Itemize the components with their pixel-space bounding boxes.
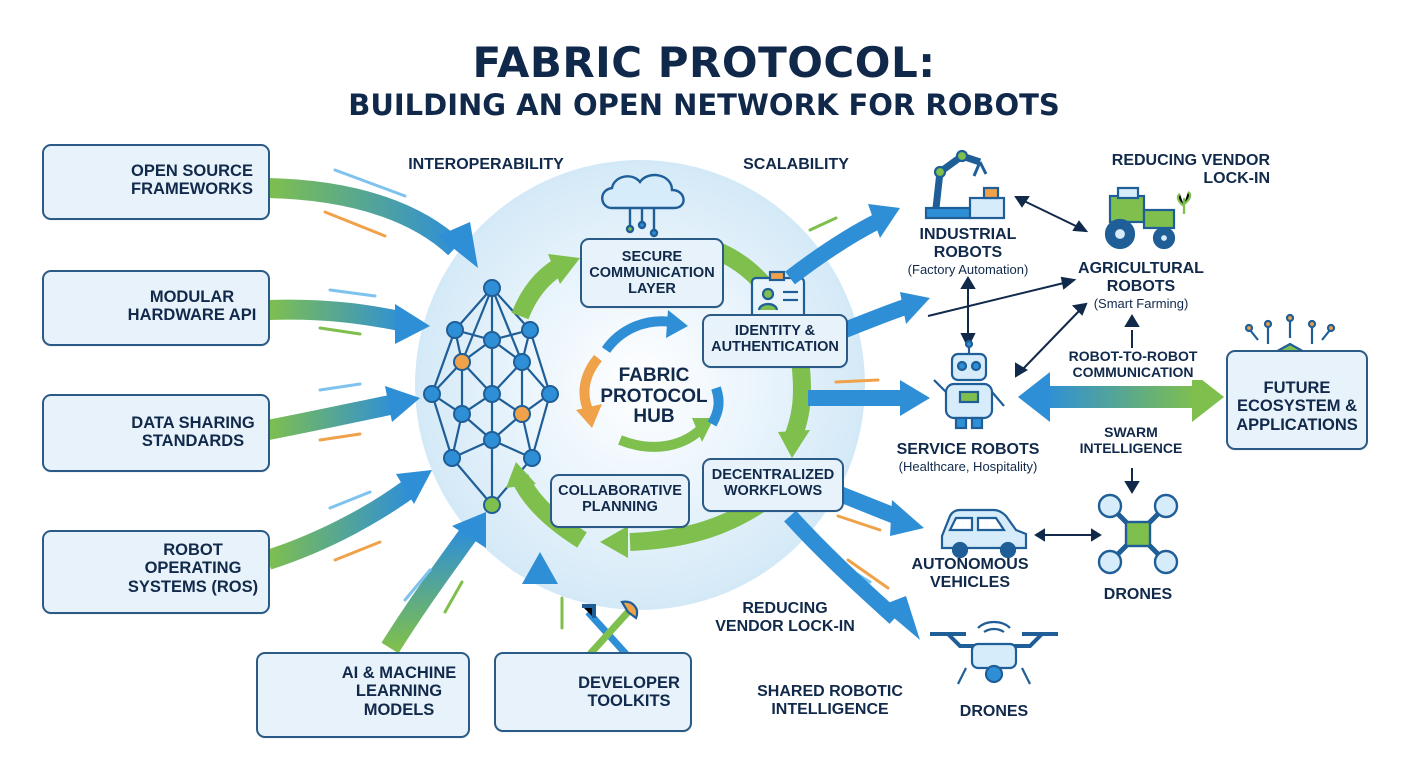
arrow-data [266,394,397,440]
autonomous-vehicles-label: AUTONOMOUS VEHICLES [911,556,1029,591]
arrow-hardware [267,299,407,332]
secure-communication-label: SECURE COMMUNICATION LAYER [589,249,715,298]
hub-inner-cycle [576,310,724,452]
scalability-label: SCALABILITY [743,156,849,173]
page-subtitle: BUILDING AN OPEN NETWORK FOR ROBOTS [348,88,1060,122]
reducing-lockin-top-label: REDUCING VENDOR LOCK-IN [1111,152,1270,188]
industrial-robots-label: INDUSTRIAL ROBOTS [919,226,1017,261]
hub-center-label: FABRIC PROTOCOL HUB [600,365,708,428]
industrial-robot-icon [924,149,1006,220]
drones-bottom-label: DRONES [959,703,1029,720]
hardware-api-label: MODULAR HARDWARE API [127,288,257,325]
drone-icon-right [1097,493,1179,575]
service-robots-sub: (Healthcare, Hospitality) [898,459,1038,474]
input-box-ros: ROBOT OPERATING SYSTEMS (ROS) [42,530,270,614]
collaborative-planning-box: COLLABORATIVE PLANNING [550,474,690,528]
arrow-to-vehicles-head [890,500,924,536]
input-box-hardware-api: MODULAR HARDWARE API [42,270,270,346]
ros-label: ROBOT OPERATING SYSTEMS (ROS) [127,541,259,596]
network-nodes [423,279,559,514]
input-box-developer-toolkits: DEVELOPER TOOLKITS [494,652,692,732]
ai-ml-label: AI & MACHINE LEARNING MODELS [341,664,457,719]
identity-authentication-box: IDENTITY & AUTHENTICATION [702,314,848,368]
drone-icon-bottom [930,620,1058,685]
arrow-ai-head [452,512,486,548]
developer-toolkits-label: DEVELOPER TOOLKITS [578,674,680,711]
arrow-open-source-head [438,222,478,268]
decentralized-workflows-box: DECENTRALIZED WORKFLOWS [702,458,844,512]
arrow-ros-head [396,470,432,504]
vehicle-icon [940,508,1028,559]
future-ecosystem-box: FUTURE ECOSYSTEM & APPLICATIONS [1226,350,1368,450]
arrow-ai [381,526,479,654]
tractor-icon [1104,186,1192,250]
interoperability-label: INTEROPERABILITY [408,156,564,173]
arrow-to-drones-head [880,596,920,640]
connector-lines [927,196,1140,542]
collaborative-planning-label: COLLABORATIVE PLANNING [558,483,682,516]
output-arrows [784,204,930,640]
future-ecosystem-label: FUTURE ECOSYSTEM & APPLICATIONS [1236,379,1358,434]
robot-to-robot-label: ROBOT-TO-ROBOT COMMUNICATION [1050,348,1216,381]
shared-intelligence-label: SHARED ROBOTIC INTELLIGENCE [757,683,903,719]
service-robots-label: SERVICE ROBOTS [896,441,1040,458]
arrow-dev-head [522,552,558,584]
service-robot-icon [933,339,1005,430]
bidirectional-arrow [1018,372,1224,422]
agricultural-robots-label: AGRICULTURAL ROBOTS [1078,260,1204,295]
arrow-to-service-head [900,380,930,416]
identity-authentication-label: IDENTITY & AUTHENTICATION [711,323,839,356]
input-box-ai-ml: AI & MACHINE LEARNING MODELS [256,652,470,738]
data-sharing-label: DATA SHARING STANDARDS [131,414,255,451]
agricultural-robots-sub: (Smart Farming) [1093,296,1189,311]
arrow-to-industrial-head [868,204,900,238]
arrow-hardware-head [395,304,430,344]
decentralized-workflows-label: DECENTRALIZED WORKFLOWS [711,467,835,500]
arrow-open-source [267,178,462,256]
open-source-label: OPEN SOURCE FRAMEWORKS [131,162,253,199]
input-box-data-sharing: DATA SHARING STANDARDS [42,394,270,472]
arrow-ros [264,479,416,570]
drones-right-label: DRONES [1103,586,1173,603]
page-title: FABRIC PROTOCOL: [472,38,936,87]
arrow-to-service-upper-head [900,292,930,324]
reducing-lockin-bottom-label: REDUCING VENDOR LOCK-IN [715,600,855,636]
cloud-icon [601,173,685,238]
secure-communication-box: SECURE COMMUNICATION LAYER [580,238,724,308]
industrial-robots-sub: (Factory Automation) [907,262,1029,277]
input-arrows [264,178,558,654]
id-card-icon [750,270,806,320]
swarm-intelligence-label: SWARM INTELLIGENCE [1066,424,1196,457]
input-box-open-source: OPEN SOURCE FRAMEWORKS [42,144,270,220]
arrow-data-head [385,386,420,422]
